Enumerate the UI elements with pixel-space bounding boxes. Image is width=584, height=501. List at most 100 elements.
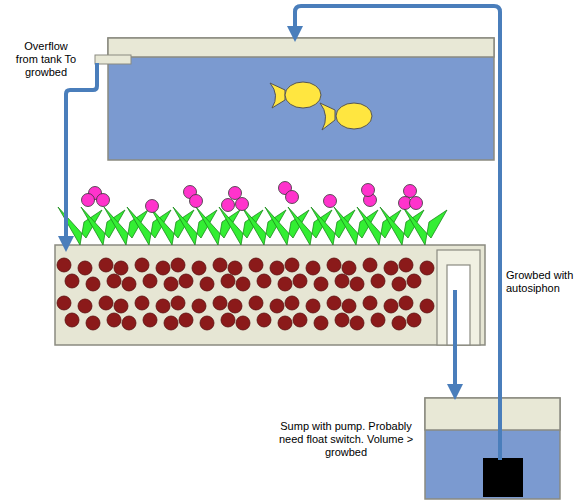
clay-pebble (192, 299, 206, 313)
clay-pebble (342, 261, 356, 275)
clay-pebble (314, 316, 328, 330)
clay-pebble (327, 258, 341, 272)
clay-pebble (314, 277, 328, 291)
fish-tank (95, 38, 494, 160)
sump (425, 398, 560, 499)
clay-pebble (278, 316, 292, 330)
flower (362, 184, 375, 197)
clay-pebble (78, 261, 92, 275)
clay-pebble (57, 296, 71, 310)
clay-pebble (363, 296, 377, 310)
clay-pebble (407, 313, 421, 327)
clay-pebble (200, 316, 214, 330)
clay-pebble (143, 274, 157, 288)
sump-box: Sump with pump. Probably need float swit… (425, 398, 560, 499)
overflow-pipe (66, 63, 97, 244)
clay-pebble (399, 296, 413, 310)
clay-pebble (213, 258, 227, 272)
growbed-box: Growbed with autosiphon (55, 245, 485, 345)
growbed (55, 245, 485, 345)
clay-pebble (420, 261, 434, 275)
clay-pebble (285, 258, 299, 272)
clay-pebble (107, 313, 121, 327)
siphon-pipe (453, 290, 457, 345)
return-pipe (295, 6, 500, 460)
clay-pebble (249, 296, 263, 310)
clay-pebble (122, 277, 136, 291)
clay-pebble (335, 313, 349, 327)
clay-pebble (278, 277, 292, 291)
flower (404, 185, 417, 198)
clay-pebble (270, 299, 284, 313)
clay-pebble (156, 261, 170, 275)
standpipe (447, 265, 470, 345)
clay-pebble (86, 316, 100, 330)
clay-pebble (65, 313, 79, 327)
clay-pebble (171, 296, 185, 310)
flower (410, 197, 423, 210)
clay-pebble (228, 299, 242, 313)
clay-pebble (342, 299, 356, 313)
clay-pebble (135, 258, 149, 272)
clay-pebble (327, 296, 341, 310)
clay-pebble (107, 274, 121, 288)
clay-pebble (384, 261, 398, 275)
clay-pebble (228, 261, 242, 275)
clay-pebble (257, 313, 271, 327)
clay-pebble (122, 316, 136, 330)
clay-pebble (86, 277, 100, 291)
clay-pebble (363, 258, 377, 272)
node-caption: Growbed with autosiphon (506, 269, 578, 295)
clay-pebble (135, 296, 149, 310)
pump (483, 458, 523, 497)
clay-pebble (293, 313, 307, 327)
clay-pebble (114, 261, 128, 275)
clay-pebble (350, 316, 364, 330)
clay-pebble (350, 277, 364, 291)
clay-pebble (99, 296, 113, 310)
flower (324, 195, 337, 208)
flower (190, 195, 203, 208)
clay-pebble (306, 299, 320, 313)
plants (58, 182, 447, 246)
clay-pebble (164, 277, 178, 291)
flower (286, 191, 299, 204)
flower (97, 194, 110, 207)
clay-pebble (335, 274, 349, 288)
siphon-drain-pipe (453, 345, 457, 392)
note-label: Overflow from tank To growbed (14, 40, 78, 79)
clay-pebble (213, 296, 227, 310)
node-caption: Sump with pump. Probably need float swit… (273, 420, 419, 459)
clay-pebble (371, 313, 385, 327)
clay-pebble (192, 261, 206, 275)
clay-pebble (270, 261, 284, 275)
clay-pebbles (57, 258, 434, 330)
clay-pebble (221, 274, 235, 288)
clay-pebble (179, 313, 193, 327)
flower (236, 198, 249, 211)
clay-pebble (392, 277, 406, 291)
clay-pebble (57, 258, 71, 272)
clay-pebble (143, 313, 157, 327)
clay-pebble (384, 299, 398, 313)
clay-pebble (221, 313, 235, 327)
clay-pebble (371, 274, 385, 288)
clay-pebble (257, 274, 271, 288)
clay-pebble (65, 274, 79, 288)
clay-pebble (78, 299, 92, 313)
autosiphon-bell (437, 250, 480, 345)
clay-pebble (249, 258, 263, 272)
clay-pebble (420, 299, 434, 313)
clay-pebble (407, 274, 421, 288)
flower (222, 199, 235, 212)
clay-pebble (171, 258, 185, 272)
clay-pebble (293, 274, 307, 288)
fish (270, 82, 372, 130)
plant-leaf (403, 207, 447, 245)
clay-pebble (200, 277, 214, 291)
clay-pebble (399, 258, 413, 272)
clay-pebble (164, 316, 178, 330)
clay-pebble (306, 261, 320, 275)
clay-pebble (236, 316, 250, 330)
clay-pebble (114, 299, 128, 313)
